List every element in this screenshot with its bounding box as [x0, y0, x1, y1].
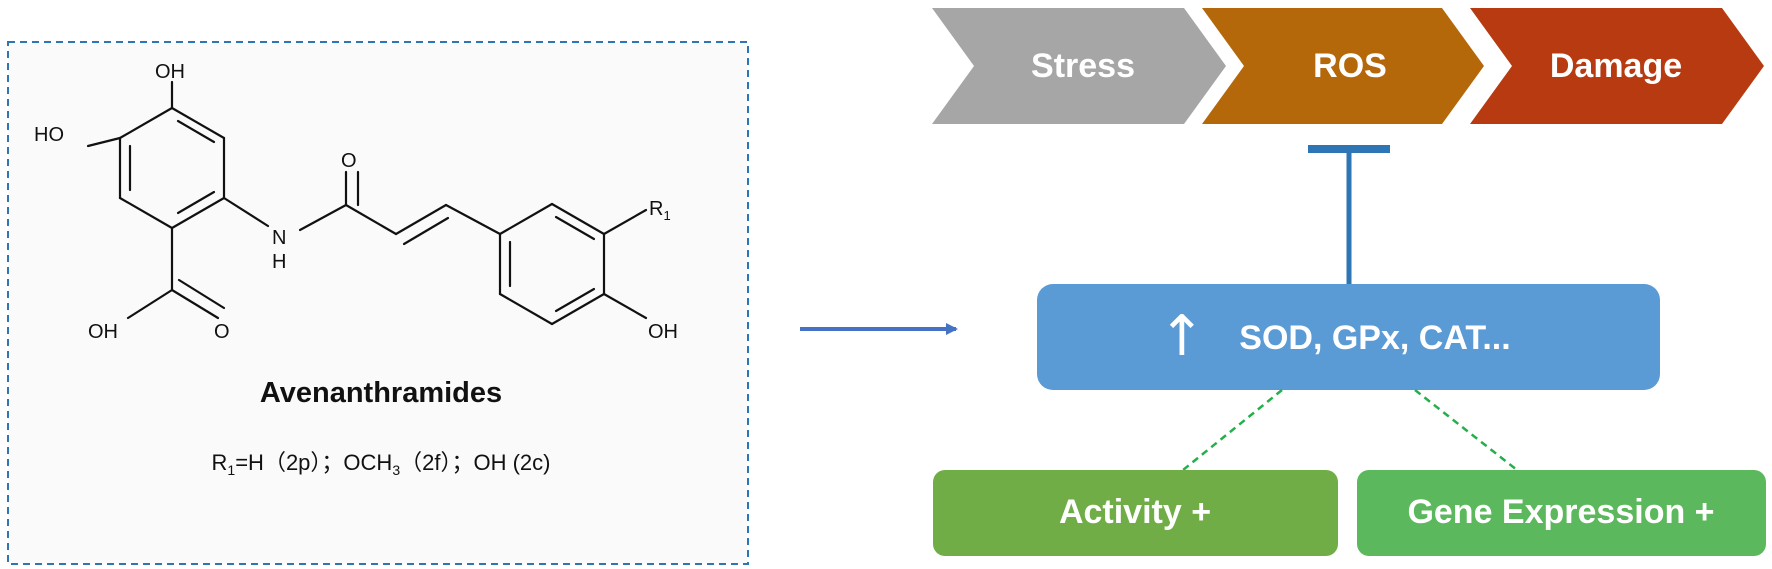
enzyme-box: [1037, 284, 1660, 390]
atom-oh-acid: OH: [88, 321, 118, 343]
sub-part1: =H（2p）；OCH: [235, 450, 392, 475]
pathway: Stress ROS Damage: [932, 8, 1764, 124]
chevron-damage: [1470, 8, 1764, 124]
atom-o-amide: O: [341, 150, 357, 172]
enzyme-up-arrow: ↑: [1159, 304, 1206, 369]
atom-o-acid: O: [214, 321, 230, 343]
activity-label: Activity +: [1059, 493, 1211, 531]
structure-name: Avenanthramides: [260, 377, 502, 409]
atom-r1: R1: [649, 198, 671, 223]
atom-labels: OH HO O N H OH O R1 OH: [34, 61, 678, 343]
sub-r-index: 1: [227, 462, 235, 478]
substituent-line: R1=H（2p）；OCH3（2f）；OH (2c): [212, 450, 551, 478]
atom-oh-top: OH: [155, 61, 185, 83]
chevron-stress-label: Stress: [1031, 47, 1135, 85]
chemical-structure: [86, 80, 648, 326]
chevron-ros: [1202, 8, 1484, 124]
sub-part3: （2f）；OH (2c): [400, 450, 550, 475]
chevron-damage-label: Damage: [1550, 47, 1682, 85]
dashed-link-activity: [1182, 389, 1283, 471]
atom-ho-left: HO: [34, 124, 64, 146]
atom-h: H: [272, 251, 286, 273]
atom-r1-main: R: [649, 198, 663, 220]
gene-expression-box: [1357, 470, 1766, 556]
structure-frame: [7, 41, 749, 565]
atom-n: N: [272, 227, 286, 249]
ring-a: [118, 106, 226, 230]
chevron-ros-label: ROS: [1313, 47, 1387, 85]
chevron-stress: [932, 8, 1226, 124]
sub-r: R: [212, 450, 228, 475]
gene-expression-label: Gene Expression +: [1407, 493, 1714, 531]
sub-part2: 3: [392, 462, 400, 478]
enzyme-label: SOD, GPx, CAT...: [1239, 319, 1510, 357]
atom-oh-ring: OH: [648, 321, 678, 343]
inhibition-connector: [1308, 145, 1390, 284]
dashed-link-gene: [1414, 389, 1518, 471]
activity-box: [933, 470, 1338, 556]
ring-b: [498, 202, 606, 326]
atom-r1-sub: 1: [663, 208, 670, 223]
